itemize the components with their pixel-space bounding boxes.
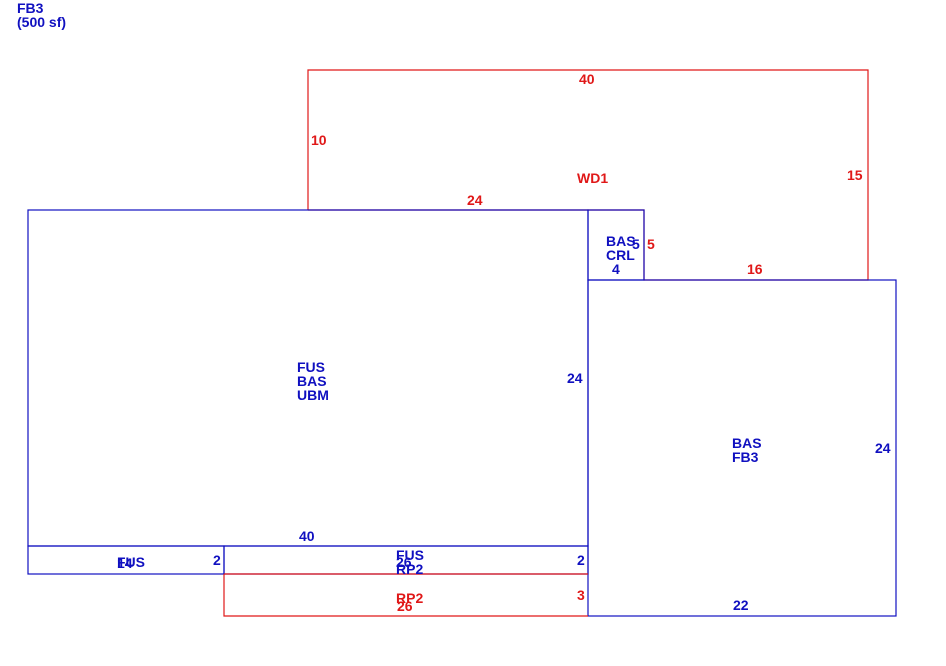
crl-code-1: BAS	[606, 233, 636, 249]
wd1-code: WD1	[577, 170, 608, 186]
fus-left-right-dim: 2	[213, 552, 221, 568]
wd1-right-dim: 15	[847, 167, 863, 183]
rp2-outline	[223, 574, 588, 617]
wd1-bottom-dim: 24	[467, 192, 483, 208]
fb3-bottom-dim: 22	[733, 597, 749, 613]
wd1-top-dim: 40	[579, 71, 595, 87]
fus-left-code: FUS	[117, 554, 145, 570]
header-area-code: FB3	[17, 0, 44, 16]
sketch-header: FB3 (500 sf)	[17, 1, 66, 29]
crl-right-dim: 5	[632, 236, 640, 252]
wd1-step-bottom-dim: 16	[747, 261, 763, 277]
fb3-area-outline	[587, 279, 897, 617]
main-code-2: BAS	[297, 373, 327, 389]
main-code-3: UBM	[297, 387, 329, 403]
header-area-size: (500 sf)	[17, 14, 67, 30]
wd1-left-dim: 10	[311, 132, 327, 148]
fus-mid-right-dim: 2	[577, 552, 585, 568]
wd1-step-right-dim: 5	[647, 236, 655, 252]
main-bottom-dim: 40	[299, 528, 315, 544]
fb3-code-2: FB3	[732, 449, 759, 465]
main-code-1: FUS	[297, 359, 325, 375]
fus-left-dim: 14	[117, 555, 133, 571]
fus-mid-code-1: FUS	[396, 547, 424, 563]
rp2-code: RP2	[396, 590, 423, 606]
rp2-right-dim: 3	[577, 587, 585, 603]
fb3-code-1: BAS	[732, 435, 762, 451]
main-right-dim: 24	[567, 370, 583, 386]
fus-mid-code-2: RP2	[396, 561, 423, 577]
fus-mid-overlap-dim: 26	[396, 554, 412, 570]
crl-bottom-dim: 4	[612, 261, 620, 277]
rp2-bottom-dim: 26	[397, 598, 413, 614]
fb3-right-dim: 24	[875, 440, 891, 456]
crl-code-2: CRL	[606, 247, 635, 263]
